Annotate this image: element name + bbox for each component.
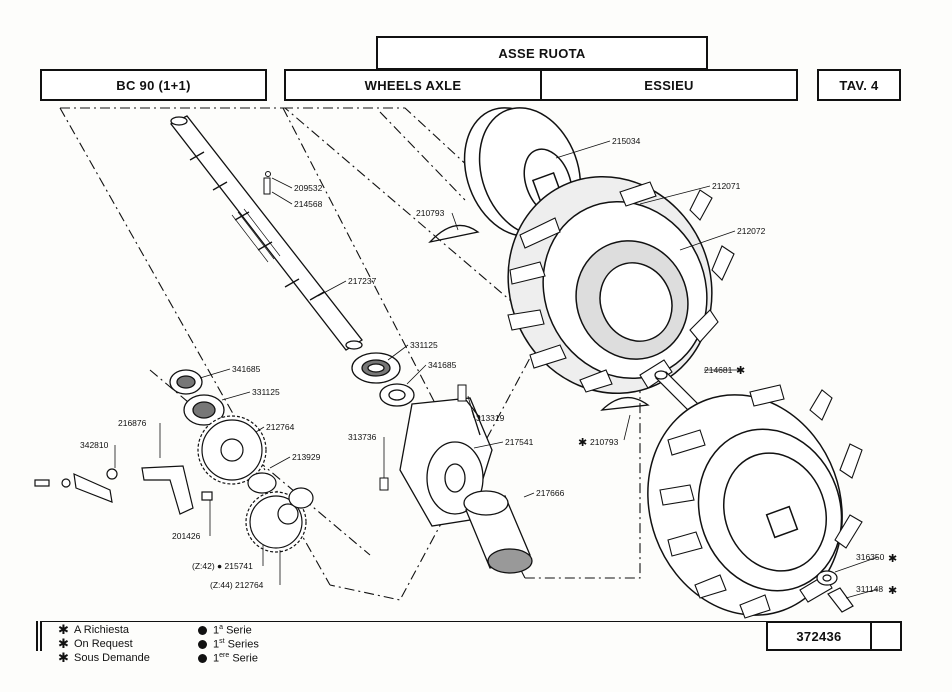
washer-316350 — [816, 570, 838, 586]
legend-dot-fr: 1ere Serie — [198, 652, 258, 665]
callout-209532: 209532 — [294, 183, 323, 193]
clip-upper — [428, 224, 480, 244]
legend-star-it: ✱ A Richiesta — [58, 622, 130, 637]
callout-212071: 212071 — [712, 181, 741, 191]
title-fr: ESSIEU — [644, 77, 694, 93]
legend-text: 1a Serie — [213, 624, 252, 637]
callout-201426: 201426 — [172, 531, 201, 541]
asterisk-icon: ✱ — [58, 650, 69, 665]
pin-214681 — [654, 370, 705, 417]
footer-left-bar2 — [40, 621, 42, 651]
sleeve — [463, 490, 533, 574]
spline-lines — [231, 208, 281, 263]
dot-icon — [198, 639, 207, 649]
asterisk-icon: ✱ — [58, 636, 69, 651]
legend-star-fr: ✱ Sous Demande — [58, 650, 150, 665]
asterisk-icon: ✱ — [58, 622, 69, 637]
table-label: TAV. 4 — [839, 77, 879, 93]
callout-342810: 342810 — [80, 440, 109, 450]
callout-212764-upper: 212764 — [266, 422, 295, 432]
dot-icon — [198, 653, 207, 663]
callout-215034: 215034 — [612, 136, 641, 146]
title-en-box: WHEELS AXLE — [284, 69, 542, 101]
callout-214568: 214568 — [294, 199, 323, 209]
bolt-311148 — [827, 587, 854, 613]
legend-text: Sous Demande — [74, 652, 150, 664]
top-title-box: ASSE RUOTA — [376, 36, 708, 70]
callout-210793-upper: 210793 — [416, 208, 445, 218]
tyre-treads — [659, 384, 863, 619]
bearing-shaft — [351, 352, 401, 384]
callout-341685-left: 341685 — [232, 364, 261, 374]
clip-lower — [600, 397, 650, 411]
callout-215741: (Z:42) ● 215741 — [192, 561, 253, 571]
bearing-left — [169, 369, 225, 426]
legend-star-en: ✱ On Request — [58, 636, 133, 651]
asterisk-markers: ✱ ✱ ✱ ✱ — [578, 364, 897, 597]
drawing-code: 372436 — [796, 628, 842, 644]
asterisk-icon: ✱ — [888, 584, 897, 597]
axle-shaft — [170, 115, 363, 351]
gear-small — [247, 472, 314, 509]
part-callouts: 215034 212071 212072 210793 209532 21456… — [80, 136, 885, 594]
callout-216876: 216876 — [118, 418, 147, 428]
legend-text: A Richiesta — [74, 624, 130, 636]
asterisk-icon: ✱ — [578, 436, 587, 449]
title-en: WHEELS AXLE — [364, 77, 462, 93]
callout-217666: 217666 — [536, 488, 565, 498]
callout-217237: 217237 — [348, 276, 377, 286]
callout-331125-shaft: 331125 — [410, 340, 438, 350]
callout-214681: 214681 — [704, 365, 733, 375]
leader-lines — [114, 140, 879, 599]
callout-212072: 212072 — [737, 226, 766, 236]
footer-left-bar — [36, 621, 38, 651]
code-box-end — [870, 621, 902, 651]
callout-210793-lower: 210793 — [590, 437, 619, 447]
title-fr-box: ESSIEU — [540, 69, 798, 101]
callout-311148: 311148 — [856, 584, 883, 594]
pin — [263, 171, 271, 195]
model-box: BC 90 (1+1) — [40, 69, 267, 101]
callout-331125-left: 331125 — [252, 387, 280, 397]
lever-assembly — [34, 465, 213, 515]
legend-text: 1ere Serie — [213, 652, 258, 665]
legend-dot-en: 1st Series — [198, 638, 259, 651]
top-title: ASSE RUOTA — [498, 45, 586, 61]
model-label: BC 90 (1+1) — [116, 77, 191, 93]
legend-dot-it: 1a Serie — [198, 624, 252, 637]
callout-212764-lower: (Z:44) 212764 — [210, 580, 264, 590]
gear-upper — [197, 415, 267, 485]
code-box: 372436 — [766, 621, 872, 651]
callout-316350: 316350 — [856, 552, 885, 562]
seal-shaft — [379, 383, 415, 407]
dot-icon — [198, 625, 207, 635]
bolt-313736 — [379, 477, 389, 491]
callout-313319: 313319 — [476, 413, 505, 423]
footer-rule — [40, 621, 768, 622]
bolt-313319 — [457, 384, 467, 402]
callout-341685-shaft: 341685 — [428, 360, 457, 370]
callout-217541: 217541 — [505, 437, 534, 447]
asterisk-icon: ✱ — [888, 552, 897, 565]
callout-213929: 213929 — [292, 452, 321, 462]
table-box: TAV. 4 — [817, 69, 901, 101]
tractor-tyre — [647, 394, 843, 616]
asterisk-icon: ✱ — [736, 364, 745, 377]
legend-text: 1st Series — [213, 638, 259, 651]
callout-313736: 313736 — [348, 432, 377, 442]
legend-text: On Request — [74, 638, 133, 650]
gear-lower — [245, 491, 307, 553]
